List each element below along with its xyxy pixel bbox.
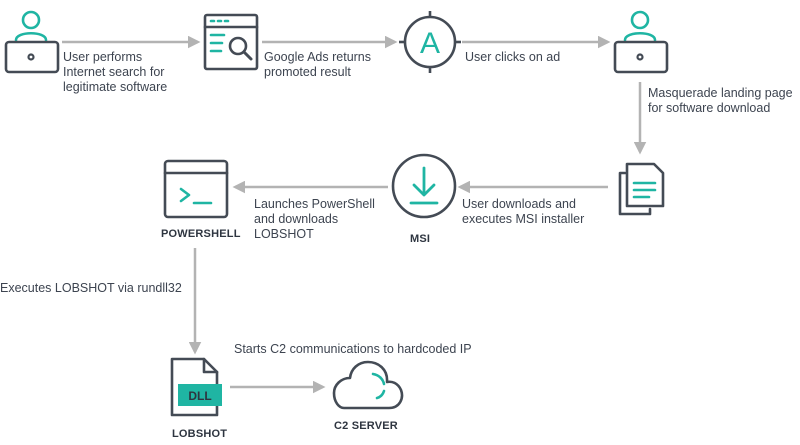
browser-search-icon	[203, 13, 259, 71]
ad-badge-icon: A	[399, 11, 461, 73]
step-launch-label: Launches PowerShell and downloads LOBSHO…	[254, 197, 375, 241]
lobshot-caption: LOBSHOT	[172, 428, 228, 440]
step-c2-label: Starts C2 communications to hardcoded IP	[234, 342, 472, 356]
step-ads-label: Google Ads returns promoted result	[264, 50, 372, 79]
download-icon	[391, 153, 457, 219]
ad-glyph: A	[420, 27, 440, 60]
dll-badge-label: DLL	[188, 389, 211, 403]
dll-badge	[178, 384, 222, 406]
step-search-label: User performs Internet search for legiti…	[63, 50, 168, 94]
user-laptop-icon	[4, 10, 60, 74]
msi-caption: MSI	[410, 233, 431, 245]
powershell-icon	[163, 159, 229, 219]
step-landing-label: Masquerade landing page for software dow…	[648, 86, 793, 115]
user-laptop-icon	[613, 10, 669, 74]
flow-arrows	[62, 35, 647, 394]
step-click-label: User clicks on ad	[465, 50, 561, 64]
powershell-caption: POWERSHELL	[161, 228, 241, 240]
dll-file-icon: DLL	[170, 357, 222, 417]
step-execute-label: Executes LOBSHOT via rundll32	[0, 281, 182, 295]
cloud-icon	[332, 360, 404, 410]
c2-server-caption: C2 SERVER	[334, 420, 398, 432]
step-download-label: User downloads and executes MSI installe…	[462, 197, 585, 226]
documents-icon	[618, 162, 665, 216]
